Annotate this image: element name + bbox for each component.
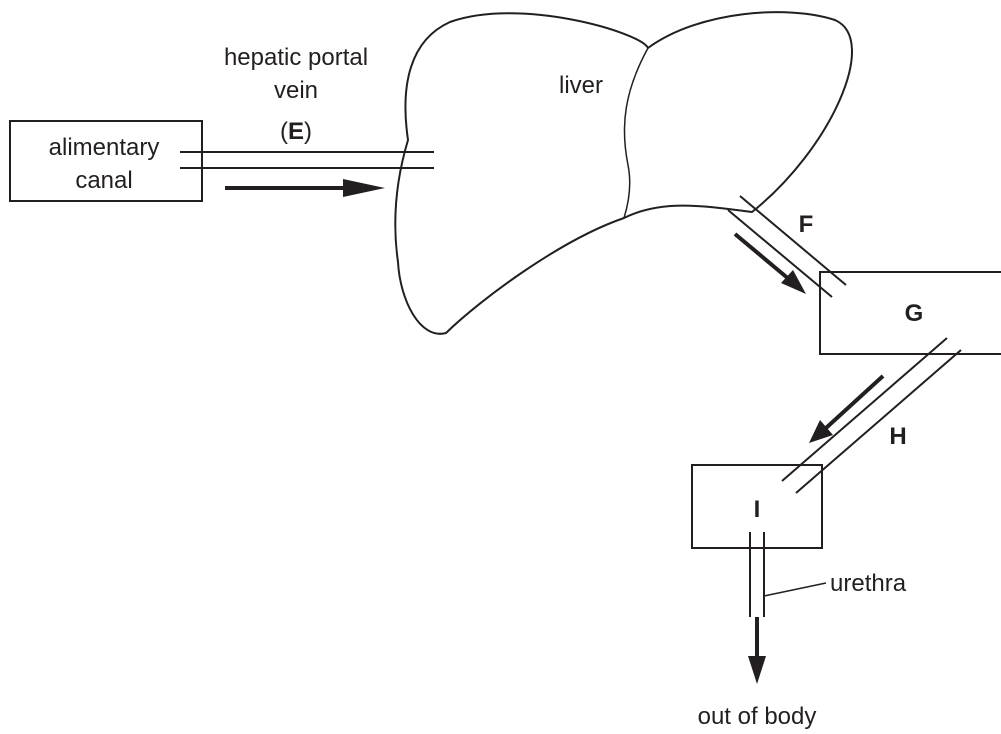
vessel-f <box>727 195 847 298</box>
vessel-h-label: H <box>889 423 906 450</box>
liver-lobe-line <box>623 47 649 219</box>
hepatic-portal-vein <box>180 151 434 169</box>
vessel-f-label: F <box>799 211 814 238</box>
alimentary-canal-box <box>9 120 203 202</box>
arrow-to-g <box>733 232 792 282</box>
organ-i-label: I <box>754 496 761 523</box>
arrow-out-of-body-head <box>748 656 766 684</box>
hepatic-portal-vein-label-line2: vein <box>274 77 318 104</box>
arrow-to-i-head <box>809 420 833 443</box>
liver-outline <box>394 11 853 335</box>
urethra-label: urethra <box>830 570 907 597</box>
urethra-leader-line <box>763 582 827 597</box>
alimentary-canal-label-line2: canal <box>75 167 132 194</box>
out-of-body-label: out of body <box>698 703 817 730</box>
hepatic-portal-vein-label-line1: hepatic portal <box>224 44 368 71</box>
flow-arrows <box>225 179 885 684</box>
vessel-e-label: (E) <box>280 118 312 145</box>
arrow-to-g-head <box>781 270 806 294</box>
organ-g-box <box>819 271 1001 355</box>
organ-g-label: G <box>905 300 924 327</box>
vessel-h <box>781 337 962 494</box>
arrow-to-liver-head <box>343 179 385 197</box>
arrow-to-i <box>824 374 885 430</box>
alimentary-canal-label-line1: alimentary <box>49 134 160 161</box>
organ-i-box <box>691 464 823 549</box>
urethra-tube <box>749 532 765 617</box>
liver-label: liver <box>559 72 603 99</box>
